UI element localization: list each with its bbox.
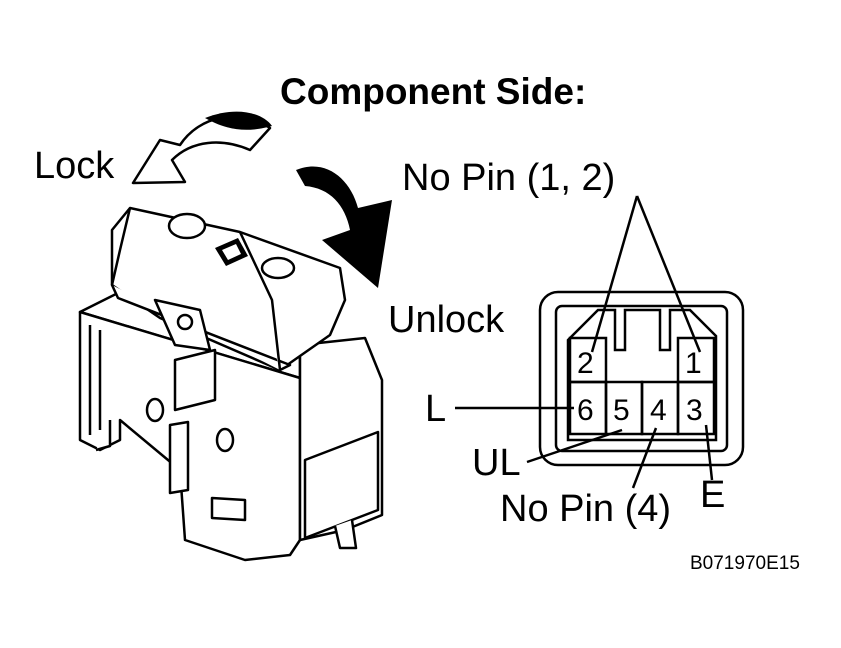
no-pin-top-label: No Pin (1, 2) xyxy=(402,157,615,199)
diagram-title: Component Side: xyxy=(280,71,586,112)
no-pin-bottom-label: No Pin (4) xyxy=(500,488,671,530)
leader-lines xyxy=(455,195,714,489)
terminal-ul-label: UL xyxy=(472,442,521,484)
pin-number-4: 4 xyxy=(650,394,667,427)
lock-label: Lock xyxy=(34,145,115,187)
connector-face xyxy=(538,290,745,467)
terminal-l-label: L xyxy=(425,388,446,430)
unlock-label: Unlock xyxy=(388,299,505,341)
figure-code: B071970E15 xyxy=(690,553,800,574)
pin-number-6: 6 xyxy=(577,394,594,427)
terminal-e-label: E xyxy=(700,474,725,516)
door-lock-switch-illustration xyxy=(78,206,384,562)
unlock-arrow-icon xyxy=(296,166,392,288)
lock-arrow-icon xyxy=(131,111,272,185)
pin-number-2: 2 xyxy=(577,347,594,380)
pin-number-5: 5 xyxy=(613,394,630,427)
pin-number-3: 3 xyxy=(686,394,703,427)
pin-number-1: 1 xyxy=(685,347,702,380)
